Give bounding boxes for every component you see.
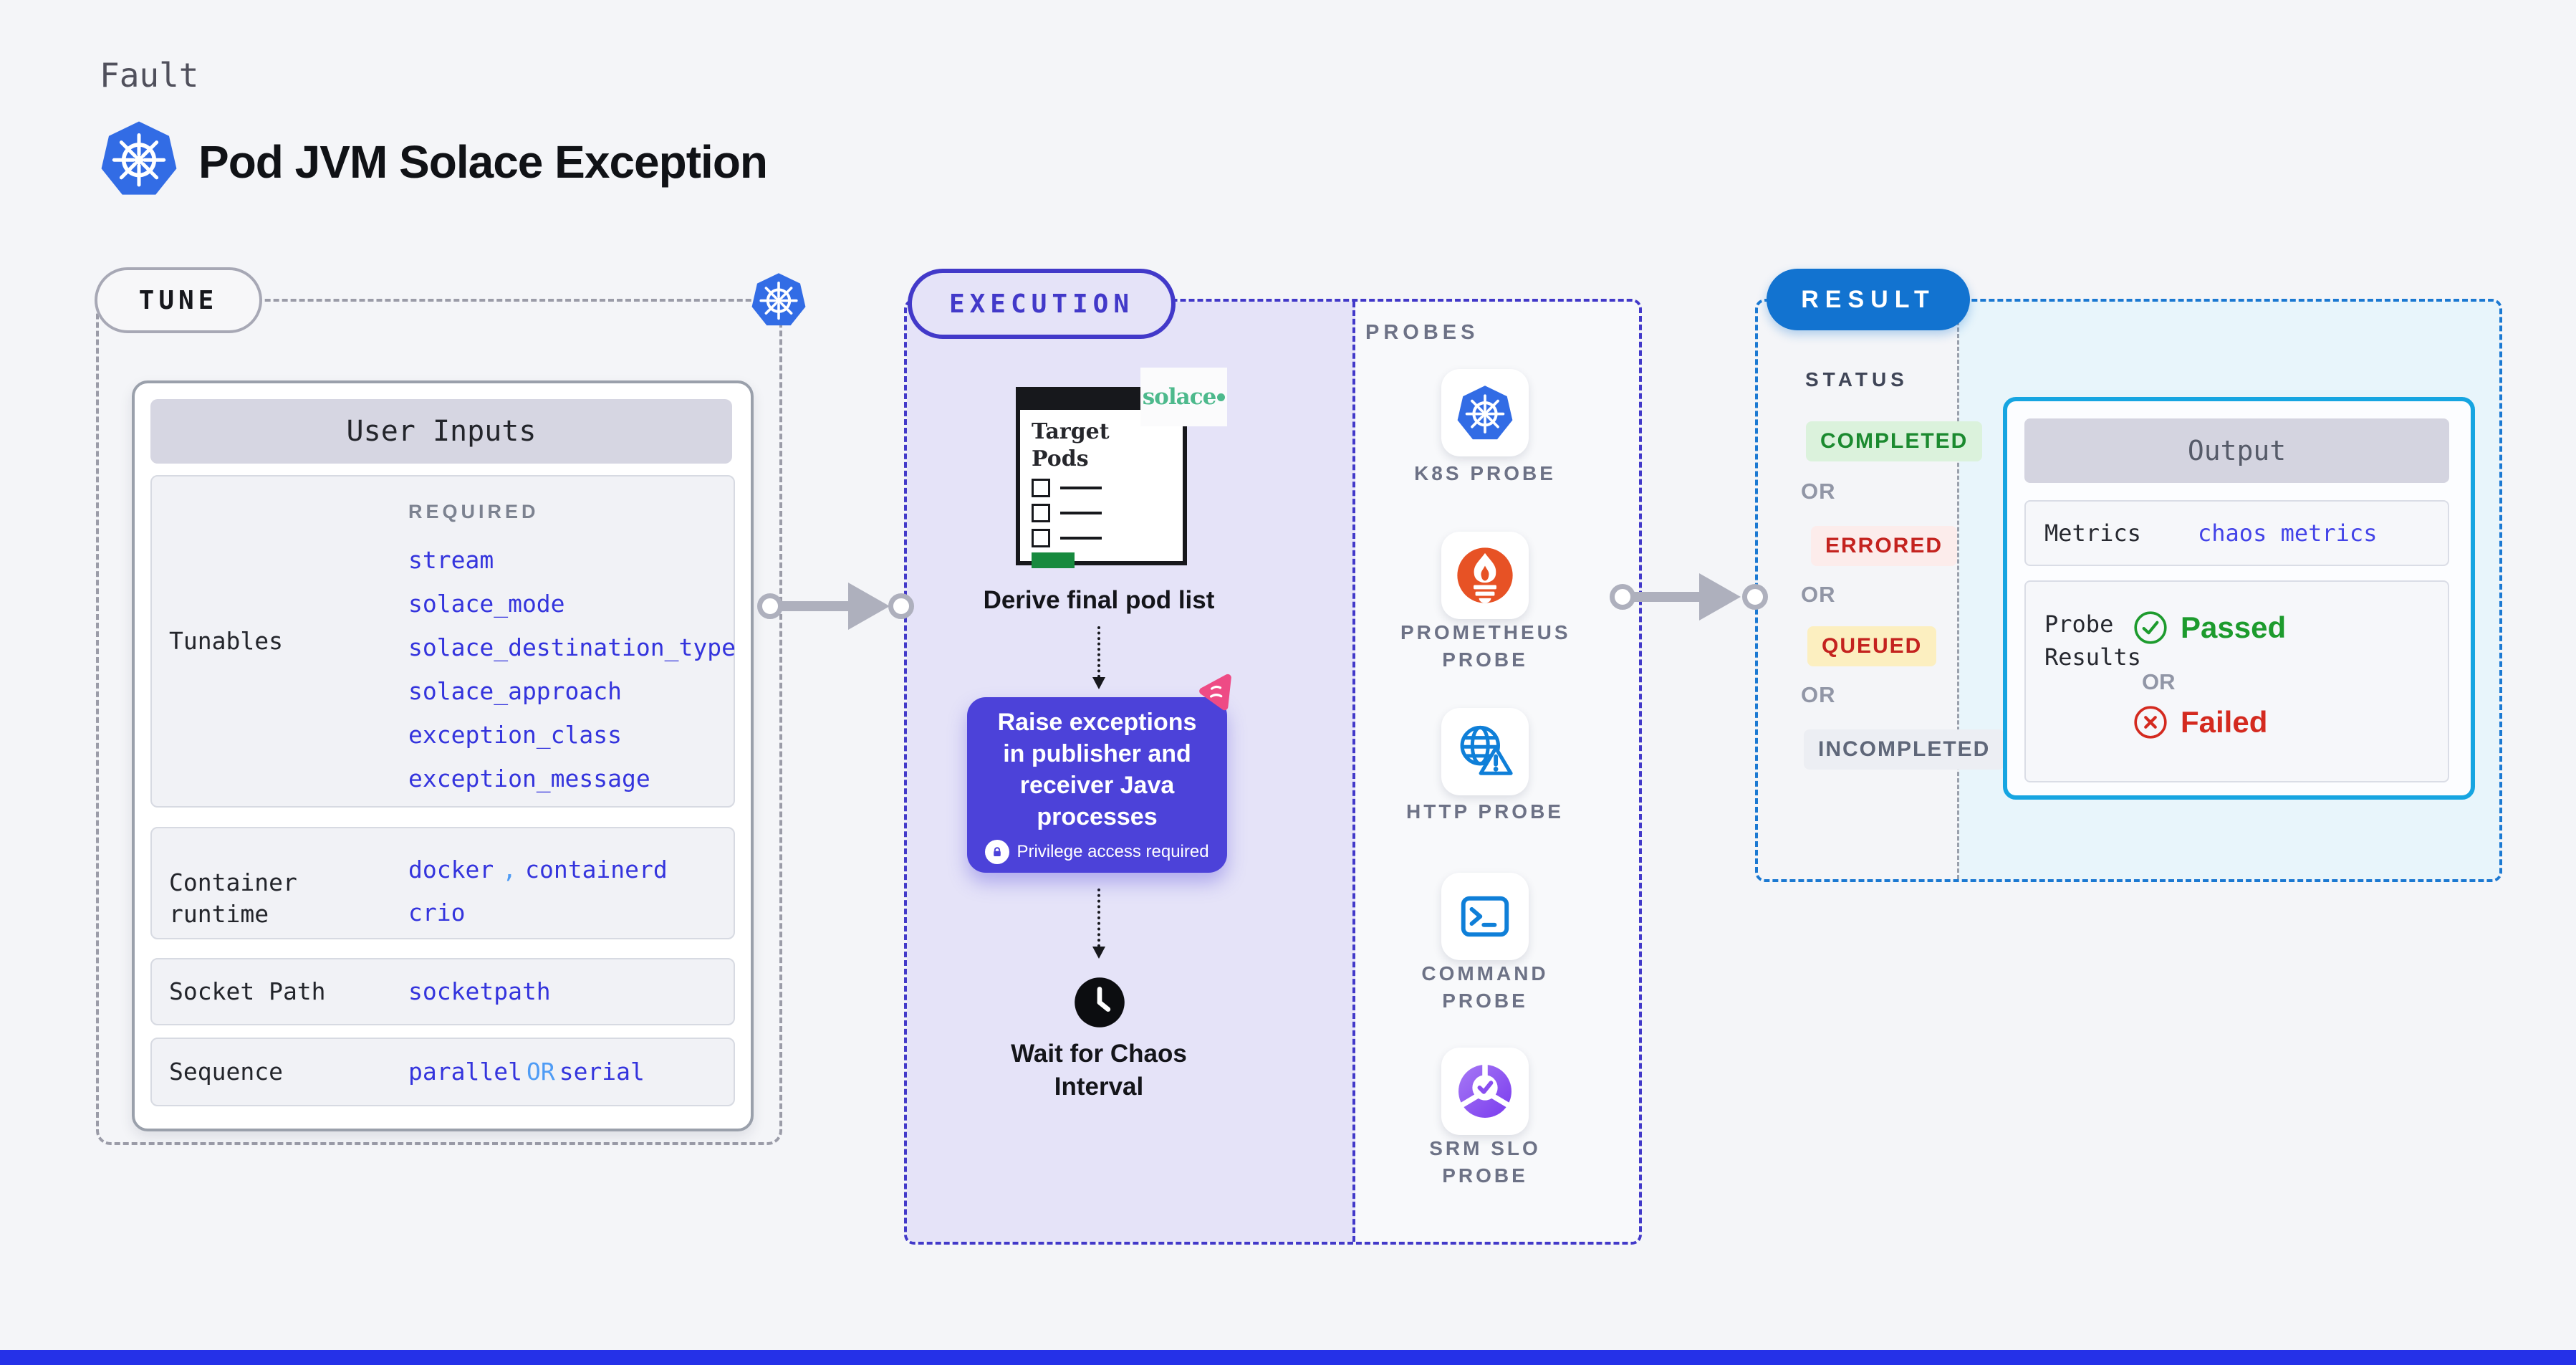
chaos-action-box: Raise exceptions in publisher and receiv…	[967, 697, 1227, 873]
connector-dot	[1742, 584, 1768, 610]
tune-panel: User Inputs Tunables REQUIRED stream sol…	[96, 299, 782, 1145]
status-column	[1758, 302, 1959, 879]
terminal-icon	[1455, 886, 1515, 947]
container-runtime-row: Container runtime docker,containerd crio	[150, 827, 735, 939]
kubernetes-icon	[750, 269, 807, 330]
tunable-item: solace_destination_type	[408, 633, 736, 661]
chaos-action-text: Raise exceptions in publisher and receiv…	[997, 708, 1197, 830]
checkbox-icon	[1032, 504, 1050, 522]
tunables-label: Tunables	[169, 627, 283, 655]
tunable-item: stream	[408, 546, 494, 574]
probe-results-label: Probe Results	[2044, 610, 2141, 671]
container-runtime-values: docker,containerd	[408, 856, 668, 883]
tunable-item: solace_approach	[408, 677, 623, 705]
flow-arrowhead	[1699, 573, 1741, 621]
lock-icon	[985, 839, 1010, 864]
list-line	[1060, 537, 1102, 540]
solace-logo: solace	[1140, 368, 1227, 426]
tunable-item: exception_class	[408, 721, 623, 749]
execution-badge: EXECUTION	[908, 269, 1176, 339]
failed-result: Failed	[2132, 704, 2267, 741]
container-runtime-value-crio: crio	[408, 899, 466, 926]
probe-label: K8S PROBE	[1414, 462, 1556, 484]
prometheus-icon	[1455, 545, 1515, 605]
green-button-shape	[1032, 552, 1075, 568]
tune-badge: TUNE	[95, 267, 262, 333]
probe-label: PROMETHEUS PROBE	[1400, 621, 1571, 671]
or-separator: OR	[1801, 479, 1836, 504]
fault-kicker: Fault	[100, 56, 199, 95]
connector-dot	[888, 593, 914, 619]
user-inputs-card: User Inputs Tunables REQUIRED stream sol…	[132, 380, 754, 1131]
chaos-pink-icon	[1196, 673, 1238, 715]
wait-chaos-interval-label: Wait for Chaos Interval	[1011, 1040, 1187, 1101]
probe-card-command	[1441, 873, 1529, 960]
checkbox-icon	[1032, 479, 1050, 497]
status-badge-errored: ERRORED	[1811, 526, 1958, 566]
flow-arrowhead	[848, 583, 890, 630]
check-circle-icon	[2132, 609, 2169, 646]
x-circle-icon	[2132, 704, 2169, 741]
required-label: REQUIRED	[408, 501, 539, 522]
probe-card-prometheus	[1441, 532, 1529, 619]
connector-dot	[1610, 584, 1635, 610]
or-separator: OR	[1801, 682, 1836, 707]
flow-arrow	[1623, 592, 1704, 602]
tunable-item: solace_mode	[408, 590, 565, 618]
container-runtime-label: Container runtime	[169, 868, 297, 928]
sequence-label: Sequence	[169, 1058, 283, 1086]
status-label: STATUS	[1805, 368, 1908, 391]
flow-dotted-arrow	[1092, 626, 1105, 689]
probe-card-srm-slo	[1441, 1048, 1529, 1135]
flow-dotted-arrow	[1092, 889, 1105, 959]
probe-card-http	[1441, 708, 1529, 795]
footer-accent-bar	[0, 1350, 2576, 1365]
privilege-note: Privilege access required	[985, 839, 1209, 864]
or-separator: OR	[1801, 582, 1836, 607]
pod-checklist	[1032, 479, 1102, 554]
status-badge-incompleted: INCOMPLETED	[1804, 729, 2005, 770]
list-line	[1060, 512, 1102, 514]
socket-path-row: Socket Path socketpath	[150, 958, 735, 1025]
metrics-row: Metrics chaos metrics	[2024, 500, 2449, 566]
kubernetes-icon	[99, 116, 179, 201]
output-header: Output	[2024, 418, 2449, 483]
target-pods-title: Target Pods	[1032, 419, 1110, 471]
socket-path-value: socketpath	[408, 977, 551, 1005]
passed-result: Passed	[2132, 609, 2286, 646]
flow-arrow	[770, 601, 853, 611]
checkbox-icon	[1032, 529, 1050, 547]
result-badge: RESULT	[1767, 269, 1970, 330]
clock-icon	[1073, 976, 1126, 1029]
user-inputs-header: User Inputs	[150, 399, 732, 464]
solace-dot	[1217, 393, 1226, 401]
socket-path-label: Socket Path	[169, 977, 326, 1005]
target-pods-card: Target Pods	[1016, 387, 1187, 568]
status-badge-queued: QUEUED	[1807, 626, 1937, 666]
globe-warning-icon	[1455, 722, 1515, 782]
derive-pod-list-label: Derive final pod list	[983, 586, 1215, 614]
probe-label: COMMAND PROBE	[1421, 962, 1549, 1012]
tunable-item: exception_message	[408, 765, 650, 792]
probe-label: SRM SLO PROBE	[1429, 1137, 1541, 1187]
connector-dot	[757, 593, 783, 619]
page-title: Pod JVM Solace Exception	[198, 136, 768, 188]
output-box: Output Metrics chaos metrics Probe Resul…	[2003, 397, 2475, 800]
probe-card-k8s	[1441, 369, 1529, 456]
probes-header: PROBES	[1365, 321, 1479, 344]
status-badge-completed: COMPLETED	[1806, 421, 1983, 461]
metrics-value: chaos metrics	[2198, 519, 2378, 547]
slo-check-icon	[1455, 1061, 1515, 1121]
metrics-label: Metrics	[2044, 519, 2141, 547]
probe-results-row: Probe Results Passed OR Failed	[2024, 580, 2449, 782]
tunables-row: Tunables REQUIRED stream solace_mode sol…	[150, 475, 736, 808]
kubernetes-icon	[1456, 382, 1514, 444]
or-separator: OR	[2142, 669, 2176, 694]
probe-label: HTTP PROBE	[1406, 800, 1564, 823]
tunables-values: REQUIRED stream solace_mode solace_desti…	[408, 501, 736, 800]
list-line	[1060, 487, 1102, 489]
